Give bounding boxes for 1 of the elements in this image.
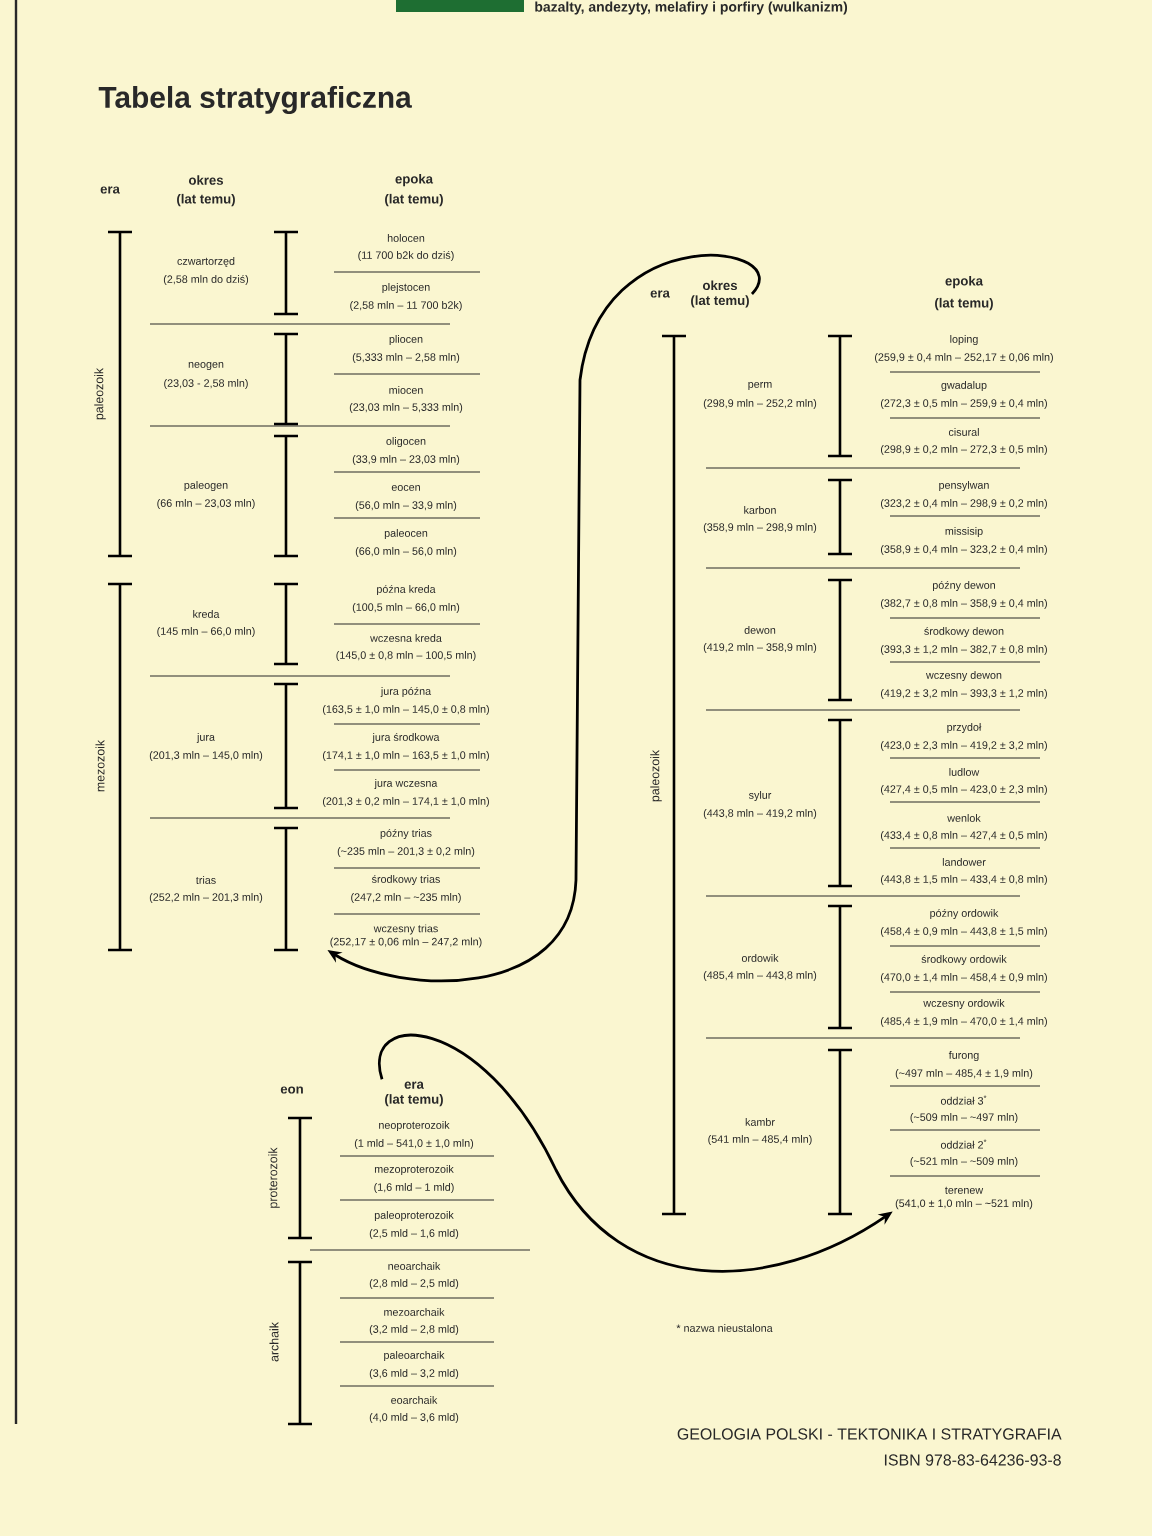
title: Tabela stratygraficzna	[98, 86, 412, 114]
